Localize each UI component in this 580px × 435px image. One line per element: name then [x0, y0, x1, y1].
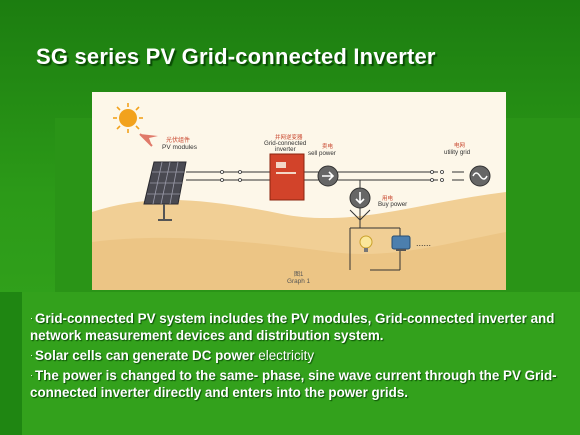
- sell-cn-label: 卖电: [322, 142, 334, 150]
- buy-arrow-icon: [349, 209, 371, 221]
- utility-grid-label: utility grid: [444, 149, 471, 156]
- bullet-text-bold: Solar cells can generate DC power: [35, 348, 255, 363]
- switch-icon: [220, 170, 444, 182]
- sunlight-arrow-icon: [140, 134, 158, 146]
- pv-system-diagram: 光伏组件 PV modules 并网逆变器 Grid-connected inv…: [92, 92, 506, 290]
- pv-modules-cn-label: 光伏组件: [166, 136, 190, 144]
- bullet-list: ·Grid-connected PV system includes the P…: [30, 310, 560, 404]
- buy-cn-label: 用电: [382, 194, 394, 202]
- bullet-item: ·The power is changed to the same- phase…: [30, 367, 560, 401]
- pv-modules-label: PV modules: [162, 144, 198, 151]
- sun-icon: [113, 103, 143, 133]
- bullet-item: ·Grid-connected PV system includes the P…: [30, 310, 560, 344]
- inverter-label-line1: Grid-connected: [264, 140, 307, 147]
- more-loads-ellipsis: ......: [416, 238, 431, 248]
- side-strip: [0, 292, 22, 435]
- buy-power-label: Buy power: [378, 201, 407, 208]
- bullet-item: ·Solar cells can generate DC power elect…: [30, 347, 560, 364]
- bullet-text-bold: The power is changed to the same- phase,…: [30, 368, 557, 400]
- bullet-text-plain: electricity: [254, 348, 315, 363]
- pv-panel-icon: [143, 161, 187, 221]
- graph-cn-label: 图1: [294, 271, 304, 278]
- lamp-icon: [359, 235, 373, 252]
- sell-power-label: sell power: [308, 150, 336, 157]
- bullet-mark: ·: [30, 370, 33, 380]
- graph-label: Graph 1: [287, 278, 311, 285]
- slide-title: SG series PV Grid-connected Inverter: [36, 44, 436, 69]
- inverter-icon: [269, 153, 305, 201]
- bullet-mark: ·: [30, 350, 33, 360]
- text-panel: [22, 292, 580, 435]
- tv-icon: [391, 235, 411, 251]
- bullet-text-bold: Grid-connected PV system includes the PV…: [30, 311, 555, 343]
- utility-grid-icon: [469, 165, 491, 187]
- sell-meter-icon: [317, 165, 339, 187]
- grid-cn-label: 电网: [454, 141, 466, 149]
- inverter-label-line2: inverter: [275, 146, 296, 153]
- inverter-cn-label: 并网逆变器: [275, 133, 303, 141]
- buy-meter-icon: [349, 187, 371, 209]
- bullet-mark: ·: [30, 313, 33, 323]
